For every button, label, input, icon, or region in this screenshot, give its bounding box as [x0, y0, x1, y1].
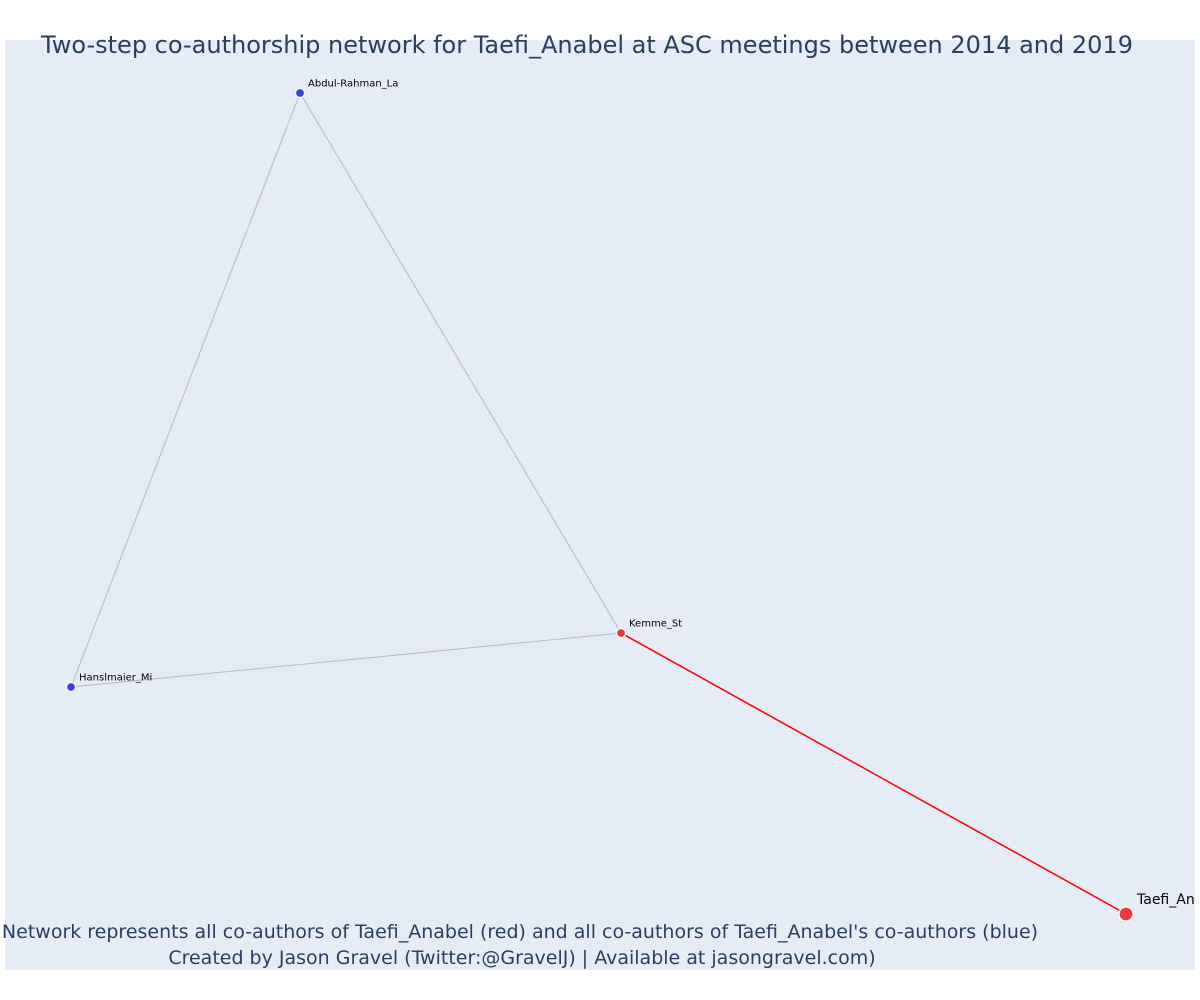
node-hanslmaier-mi[interactable] — [65, 681, 77, 693]
caption-line-1: Network represents all co-authors of Tae… — [2, 921, 1038, 943]
node-labels-layer: Taefi_An Kemme_St Abdul-Rahman_LaHanslmaie… — [79, 79, 1195, 908]
edge-kemme-st-hanslmaier-mi — [70, 632, 622, 688]
node-label-kemme-st: Kemme_St — [629, 619, 682, 630]
edge-abdul-rahman-la-hanslmaier-mi — [70, 92, 301, 688]
node-abdul-rahman-la[interactable] — [294, 87, 306, 99]
node-label-hanslmaier-mi: Hanslmaier_Mi — [79, 673, 152, 684]
node-taefi-anabel[interactable] — [1118, 906, 1134, 922]
node-kemme-st[interactable] — [615, 627, 627, 639]
node-label-taefi-anabel: Taefi_An — [1136, 892, 1195, 908]
edge-taefi-anabel-kemme-st — [620, 632, 1127, 915]
nodes-layer — [65, 87, 1134, 922]
node-label-abdul-rahman-la: Abdul-Rahman_La — [308, 79, 398, 90]
plot-background — [5, 40, 1195, 970]
edge-kemme-st-abdul-rahman-la — [299, 92, 622, 634]
chart-title: Two-step co-authorship network for Taefi… — [40, 31, 1133, 59]
edges-layer — [70, 92, 1127, 915]
caption-line-2: Created by Jason Gravel (Twitter:@Gravel… — [168, 947, 875, 969]
